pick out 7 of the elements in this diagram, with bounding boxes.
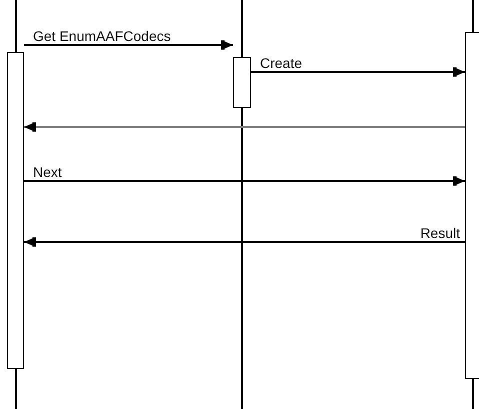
edge-label: Result [420, 225, 460, 241]
edge-label: Create [260, 55, 302, 71]
edge-label: Next [33, 164, 62, 180]
activation-bar [233, 57, 251, 108]
activation-bar [465, 32, 479, 379]
edge-label: Get EnumAAFCodecs [33, 28, 171, 44]
activation-bar [7, 52, 24, 369]
